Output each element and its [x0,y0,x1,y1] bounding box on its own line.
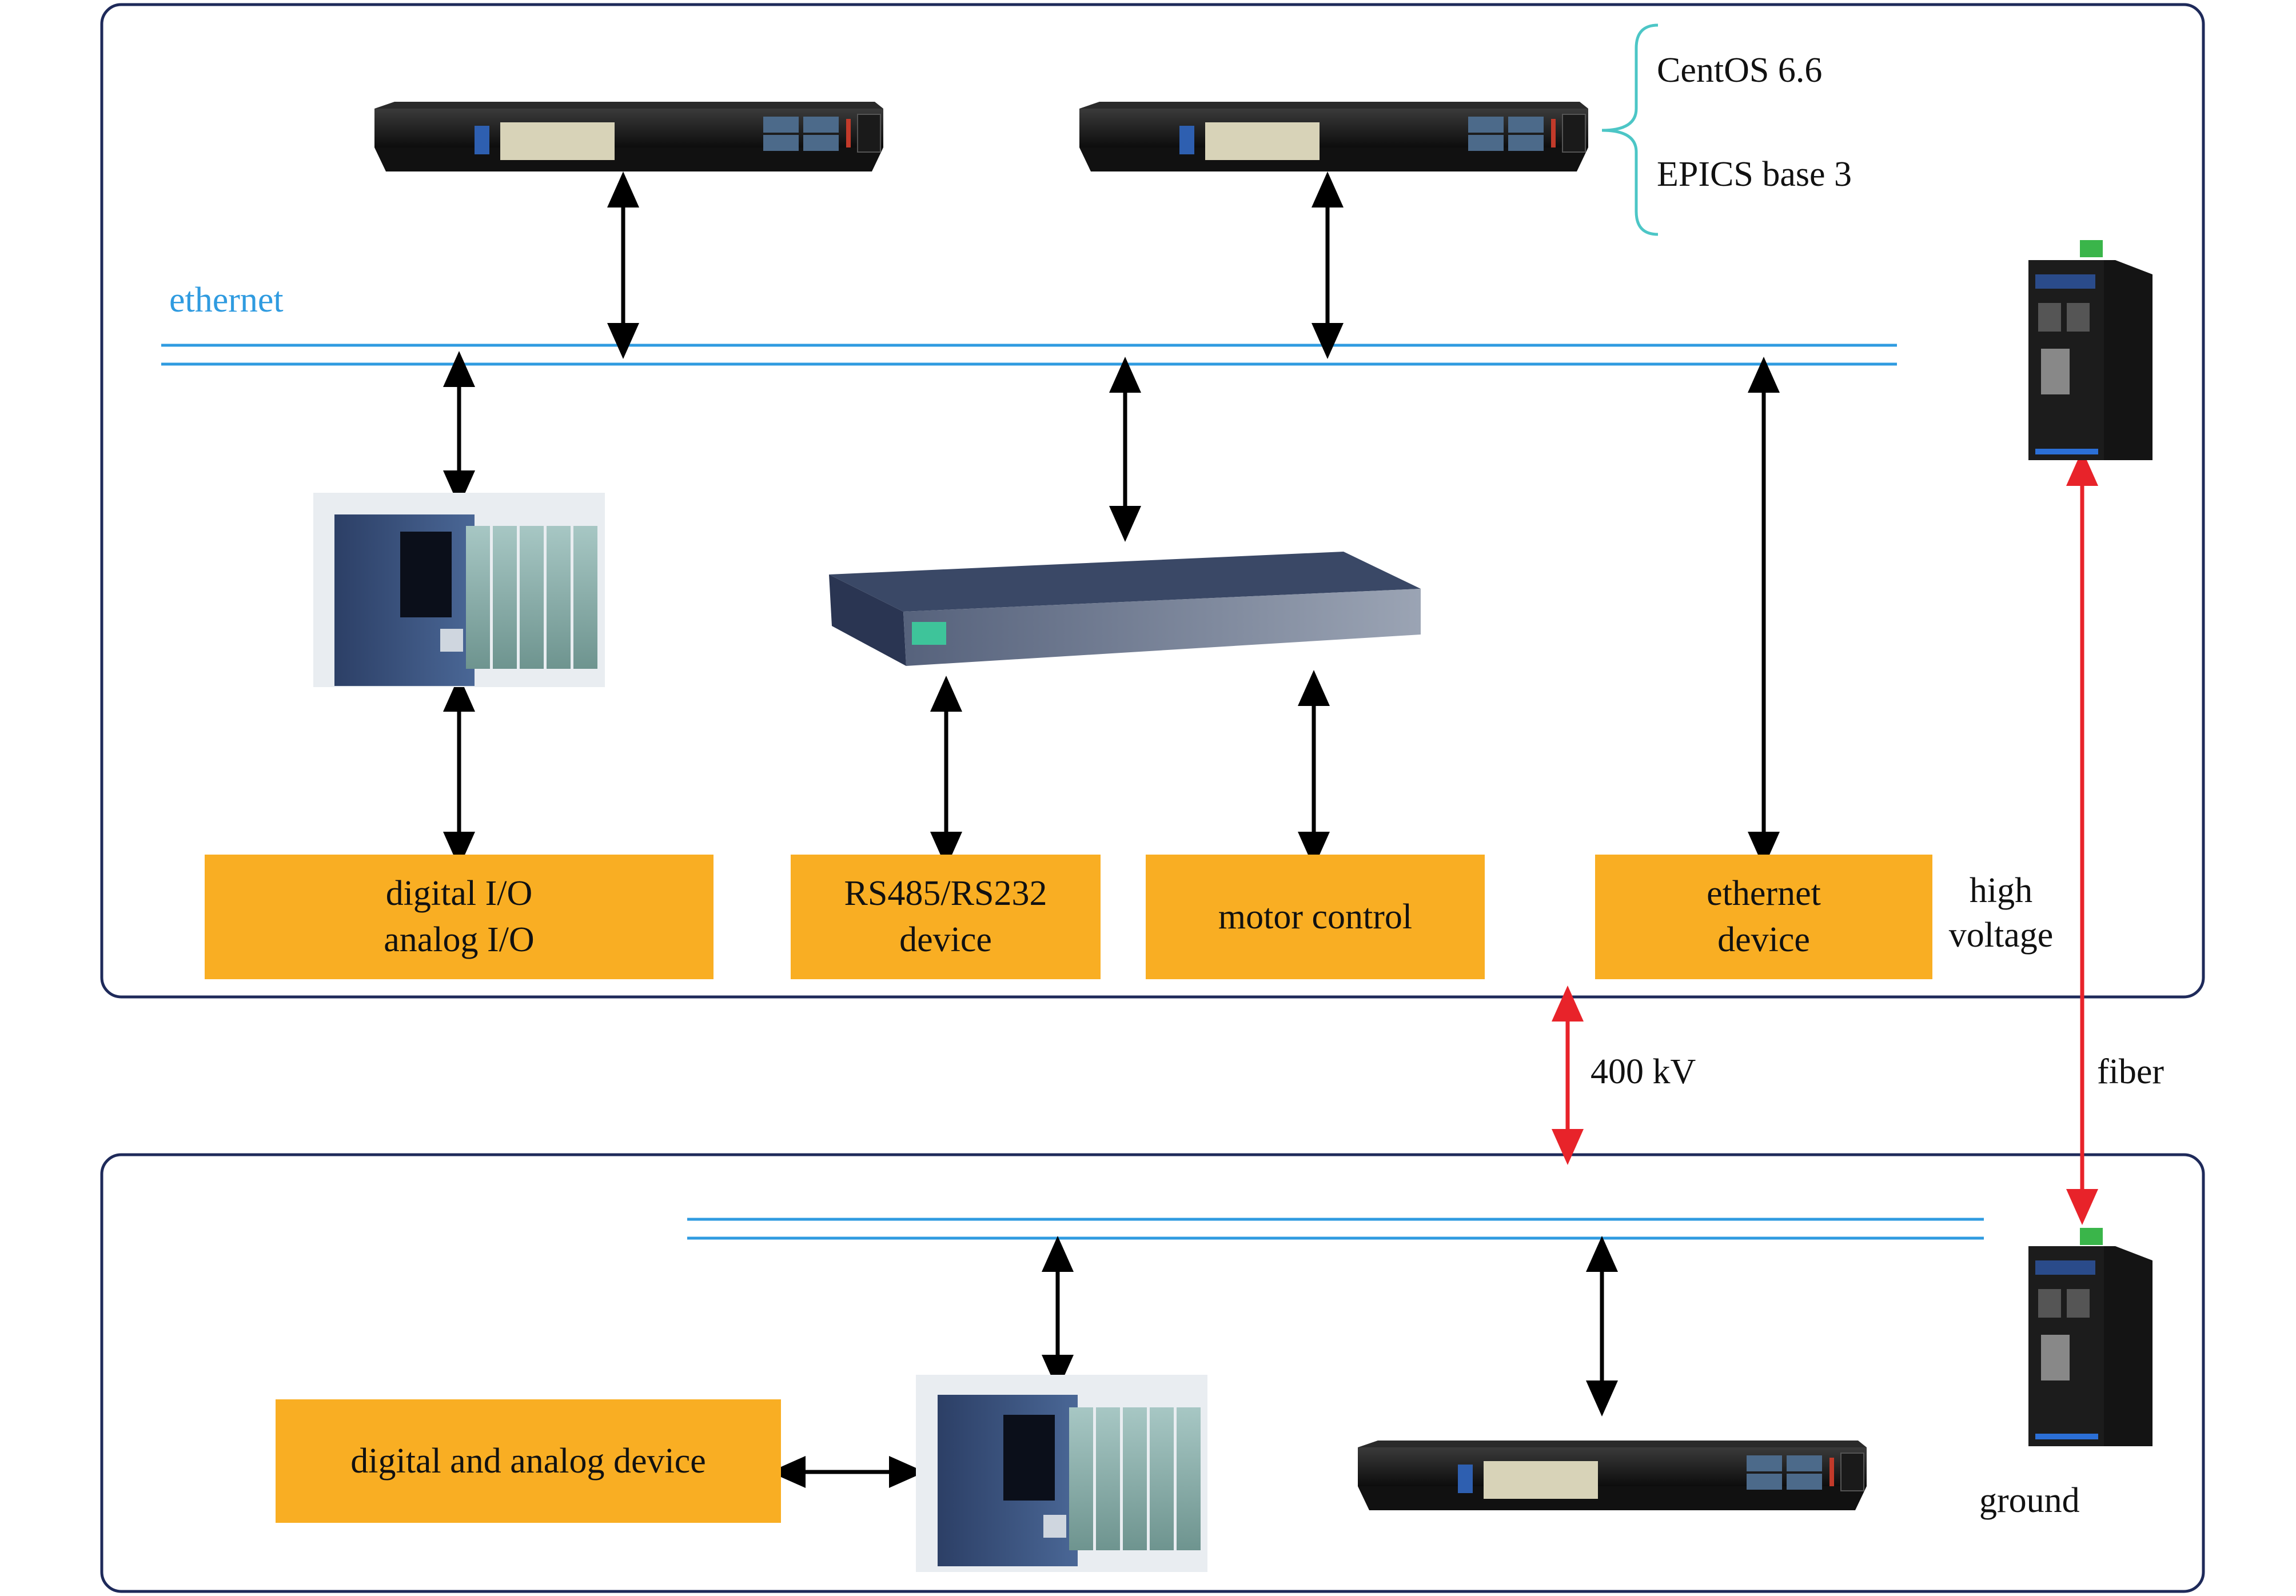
dio-line2: analog I/O [384,920,535,959]
dio-line1: digital I/O [385,874,533,913]
ground-zone-frame [100,1153,2205,1593]
motor-line1: motor control [1218,897,1413,936]
centos-label: CentOS 6.6 [1657,51,1823,90]
serial-box: RS485/RS232 device [791,855,1101,979]
eth-device-box: ethernet device [1595,855,1932,979]
rack-server-2-icon [1079,102,1588,171]
brace-icon [1601,23,1659,236]
eth-line2: device [1717,920,1810,959]
voltage-link-label: 400 kV [1591,1052,1696,1091]
high-voltage-label: high voltage [1938,869,2064,957]
motor-box: motor control [1146,855,1485,979]
serial-device-server-icon [829,552,1421,666]
ground-dev-line1: digital and analog device [350,1441,706,1481]
rack-server-ground-icon [1358,1441,1867,1510]
epics-label: EPICS base 3 [1657,155,1852,194]
rack-server-1-icon [374,102,883,171]
ground-label: ground [1979,1481,2080,1520]
ethernet-bus-top [161,344,1897,366]
plc-icon [313,493,605,687]
serial-line1: RS485/RS232 [844,874,1047,913]
voltage-label: voltage [1948,915,2054,955]
dio-box: digital I/O analog I/O [205,855,713,979]
serial-line2: device [899,920,992,959]
eth-line1: ethernet [1707,874,1821,913]
high-label: high [1969,871,2033,910]
ethernet-bus-bottom [687,1218,1984,1240]
high-voltage-zone-frame [100,3,2205,999]
fiber-link-label: fiber [2097,1052,2165,1091]
plc-ground-icon [916,1375,1207,1572]
ethernet-label: ethernet [169,281,284,320]
media-converter-ground-icon [2028,1228,2152,1446]
media-converter-top-icon [2028,240,2152,460]
ground-device-box: digital and analog device [276,1399,781,1523]
